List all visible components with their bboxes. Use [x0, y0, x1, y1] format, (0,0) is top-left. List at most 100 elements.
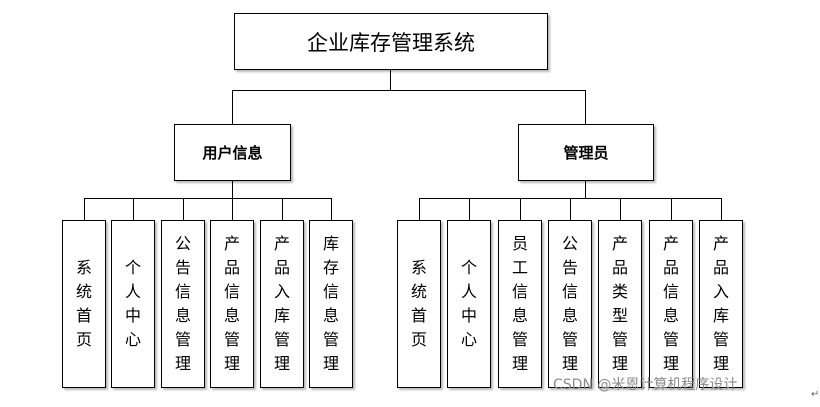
leaf-node: 个人中心: [111, 220, 155, 388]
leaf-char: 库: [273, 306, 290, 325]
leaf-node: 个人中心: [447, 220, 491, 388]
leaf-char: 人: [124, 282, 141, 301]
admin-drop: [585, 90, 586, 124]
leaf-char: 管: [561, 330, 578, 349]
admin-leaf-drop: [419, 198, 420, 220]
user-leaf-drop: [331, 198, 332, 220]
leaf-char: 理: [273, 354, 290, 373]
leaf-char: 理: [712, 354, 729, 373]
leaf-char: 个: [124, 258, 141, 277]
branch-node-admin: 管理员: [518, 124, 654, 181]
root-stem: [390, 70, 391, 90]
leaf-char: 产: [611, 234, 628, 253]
leaf-char: 品: [223, 258, 240, 277]
leaf-char: 公: [561, 234, 578, 253]
leaf-char: 系: [75, 258, 92, 277]
user-drop: [232, 90, 233, 124]
leaf-char: 品: [712, 258, 729, 277]
leaf-node: 产品入库管理: [699, 220, 743, 388]
leaf-char: 人: [460, 282, 477, 301]
leaf-char: 页: [75, 330, 92, 349]
leaf-char: 理: [561, 354, 578, 373]
leaf-node: 产品信息管理: [210, 220, 254, 388]
leaf-char: 系: [410, 258, 427, 277]
admin-leaf-drop: [721, 198, 722, 220]
leaf-char: 息: [561, 306, 578, 325]
leaf-char: 告: [174, 258, 191, 277]
user-leaf-drop: [84, 198, 85, 220]
leaf-char: 息: [223, 306, 240, 325]
leaf-char: 类: [611, 282, 628, 301]
leaf-char: 理: [662, 354, 679, 373]
leaf-node: 员工信息管理: [498, 220, 542, 388]
leaf-node: 系统首页: [62, 220, 106, 388]
leaf-char: 库: [322, 234, 339, 253]
leaf-char: 个: [460, 258, 477, 277]
user-leaf-drop: [183, 198, 184, 220]
leaf-char: 中: [460, 306, 477, 325]
root-node: 企业库存管理系统: [234, 13, 548, 70]
user-leaf-drop: [133, 198, 134, 220]
leaf-char: 管: [662, 330, 679, 349]
leaf-char: 入: [273, 282, 290, 301]
leaf-char: 管: [273, 330, 290, 349]
user-leaf-drop: [232, 198, 233, 220]
leaf-char: 信: [223, 282, 240, 301]
leaf-char: 信: [561, 282, 578, 301]
user-stem: [232, 181, 233, 198]
leaf-char: 页: [410, 330, 427, 349]
admin-stem: [585, 181, 586, 198]
user-leaf-drop: [282, 198, 283, 220]
leaf-char: 理: [611, 354, 628, 373]
leaf-char: 入: [712, 282, 729, 301]
leaf-char: 产: [712, 234, 729, 253]
admin-leaf-drop: [620, 198, 621, 220]
leaf-char: 信: [174, 282, 191, 301]
leaf-node: 产品信息管理: [649, 220, 693, 388]
return-mark: ↵: [811, 389, 820, 400]
leaf-char: 管: [712, 330, 729, 349]
leaf-char: 品: [662, 258, 679, 277]
leaf-char: 息: [174, 306, 191, 325]
leaf-char: 理: [322, 354, 339, 373]
leaf-char: 员: [511, 234, 528, 253]
admin-leaf-drop: [520, 198, 521, 220]
leaf-char: 心: [460, 330, 477, 349]
leaf-char: 管: [174, 330, 191, 349]
leaf-char: 息: [511, 306, 528, 325]
leaf-char: 管: [511, 330, 528, 349]
leaf-char: 信: [662, 282, 679, 301]
leaf-node: 公告信息管理: [161, 220, 205, 388]
leaf-char: 理: [174, 354, 191, 373]
leaf-char: 公: [174, 234, 191, 253]
leaf-char: 首: [410, 306, 427, 325]
leaf-node: 产品入库管理: [260, 220, 304, 388]
leaf-char: 息: [322, 306, 339, 325]
root-bus: [232, 90, 585, 91]
leaf-node: 公告信息管理: [548, 220, 592, 388]
leaf-char: 工: [511, 258, 528, 277]
leaf-node: 产品类型管理: [598, 220, 642, 388]
leaf-node: 系统首页: [397, 220, 441, 388]
leaf-char: 库: [712, 306, 729, 325]
branch-node-user-info: 用户信息: [174, 124, 291, 181]
admin-leaf-drop: [570, 198, 571, 220]
leaf-char: 理: [511, 354, 528, 373]
leaf-char: 存: [322, 258, 339, 277]
admin-leaf-drop: [469, 198, 470, 220]
leaf-char: 统: [410, 282, 427, 301]
leaf-char: 告: [561, 258, 578, 277]
leaf-char: 理: [223, 354, 240, 373]
leaf-char: 品: [611, 258, 628, 277]
admin-leaf-drop: [671, 198, 672, 220]
leaf-char: 品: [273, 258, 290, 277]
leaf-char: 统: [75, 282, 92, 301]
leaf-char: 产: [662, 234, 679, 253]
csdn-watermark: CSDN @米恩计算机程序设计: [553, 377, 738, 393]
leaf-char: 管: [611, 330, 628, 349]
leaf-char: 首: [75, 306, 92, 325]
leaf-char: 型: [611, 306, 628, 325]
leaf-char: 息: [662, 306, 679, 325]
leaf-node: 库存信息管理: [309, 220, 353, 388]
leaf-char: 产: [273, 234, 290, 253]
